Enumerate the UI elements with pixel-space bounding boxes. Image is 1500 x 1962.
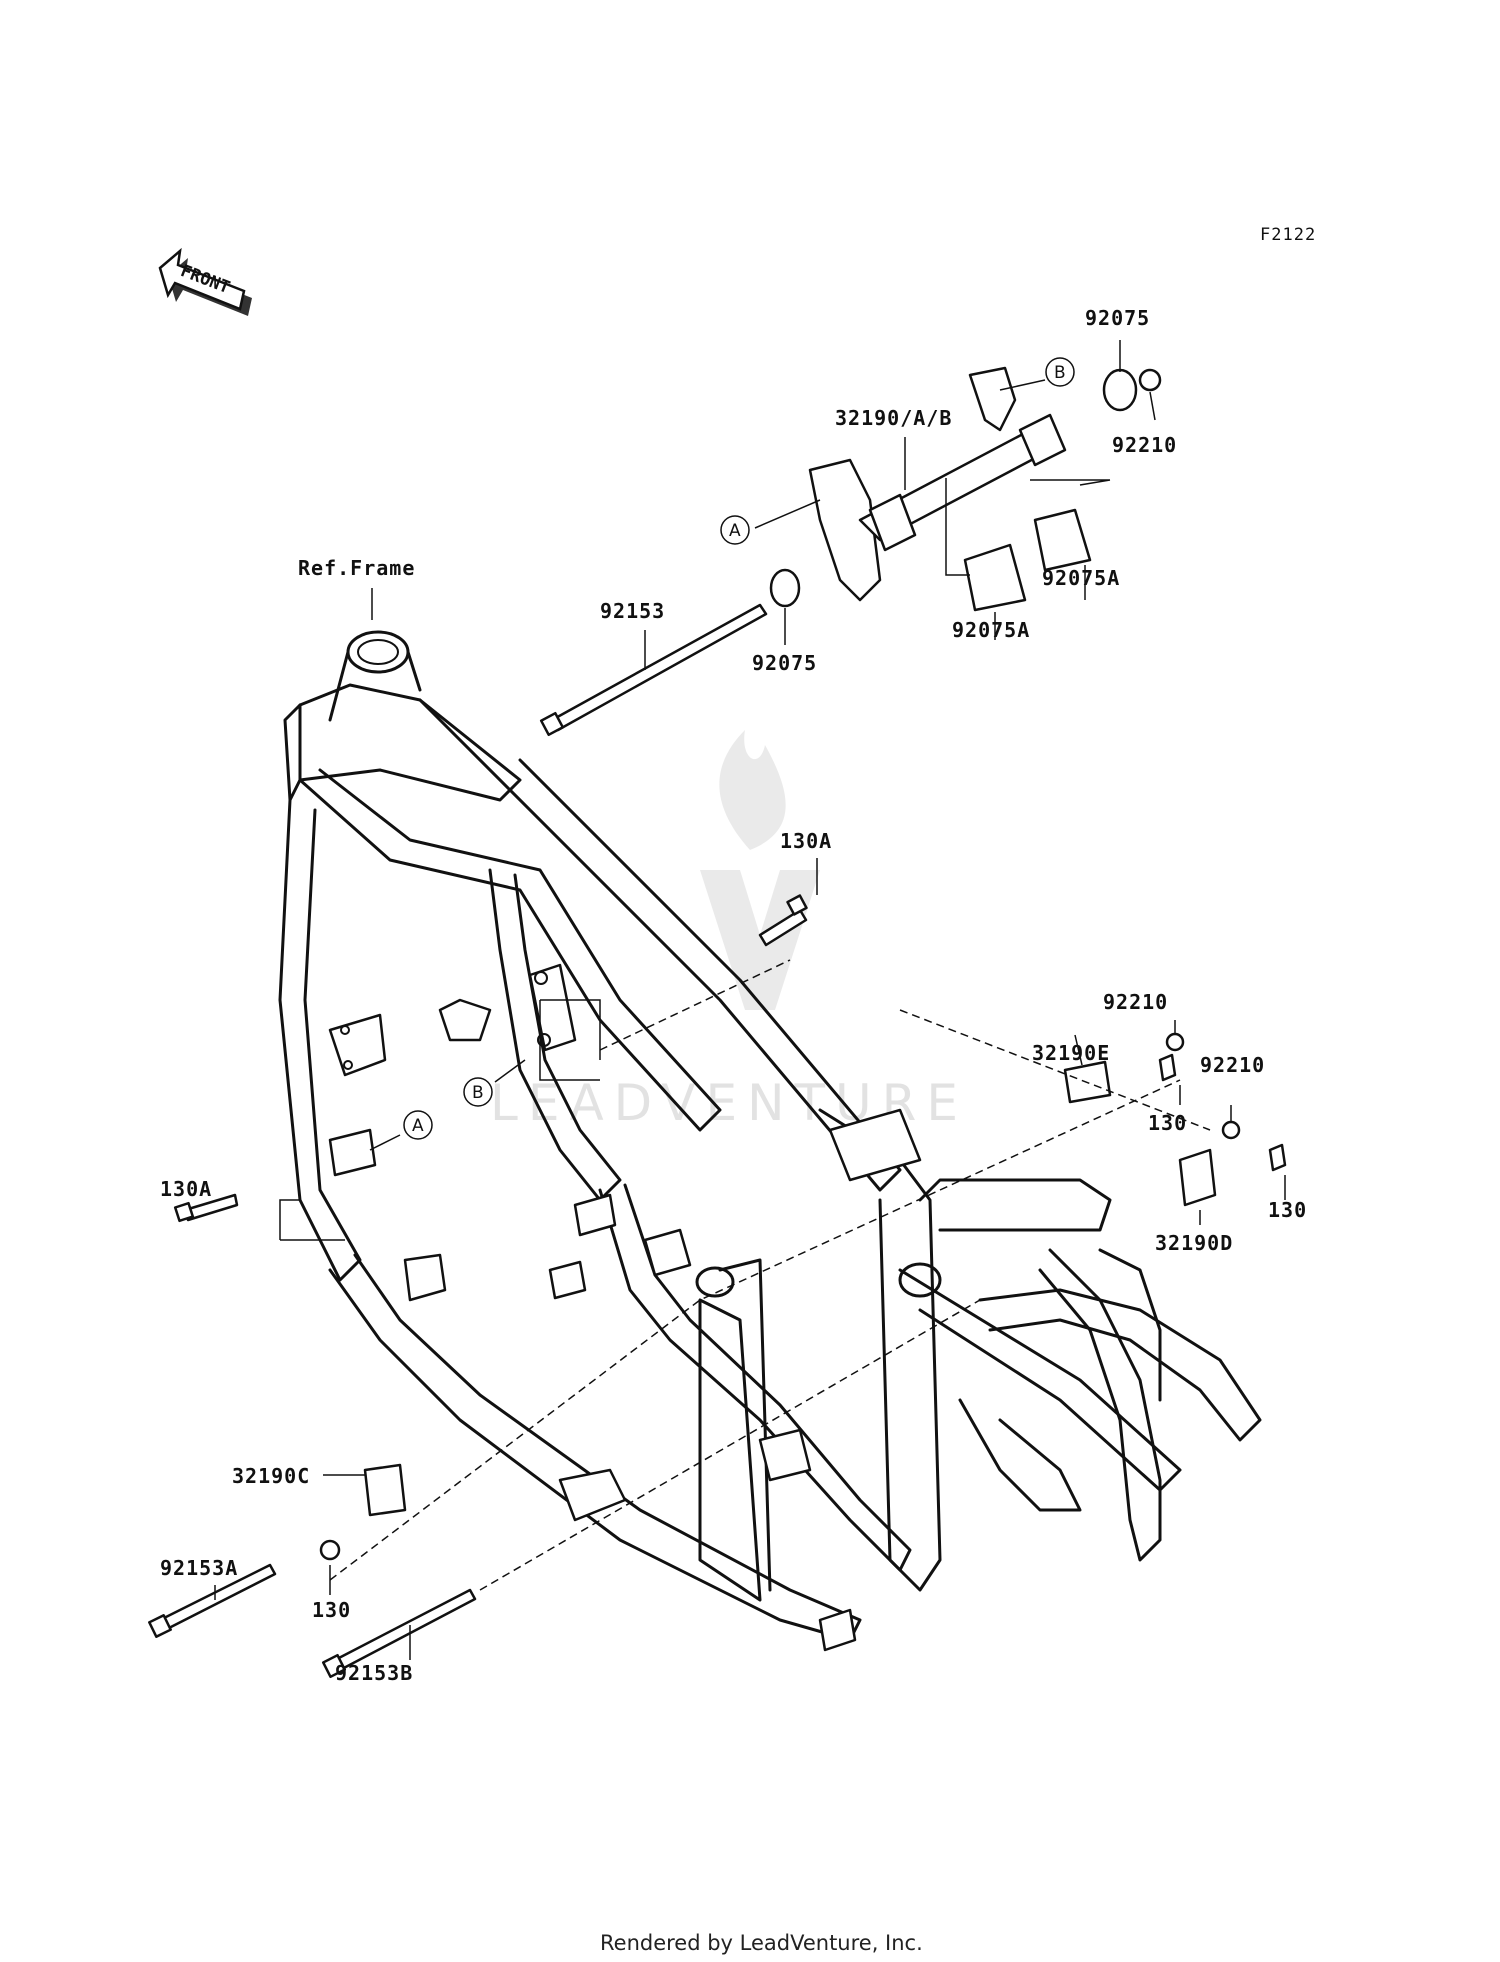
part-label-32190e: 32190E bbox=[1032, 1041, 1110, 1065]
upper-frame-tube bbox=[298, 768, 722, 1132]
rear-cross-member bbox=[918, 1178, 1112, 1232]
bolt-130-mid bbox=[1158, 1053, 1177, 1082]
frame-bracket bbox=[438, 998, 492, 1042]
seat-post-left bbox=[698, 1298, 762, 1602]
mount-tube-end-left bbox=[868, 493, 917, 552]
nut-92210-right bbox=[1221, 1120, 1241, 1140]
head-gusset bbox=[298, 683, 522, 802]
bushing-92075a-right bbox=[1033, 508, 1092, 572]
mount-lug-6 bbox=[758, 1428, 812, 1482]
part-label-92210-right: 92210 bbox=[1200, 1053, 1265, 1077]
mount-tube-end-right bbox=[1018, 413, 1067, 467]
part-label-130-right: 130 bbox=[1268, 1198, 1307, 1222]
diagram-code: F2122 bbox=[1260, 225, 1316, 245]
part-label-92075a-left: 92075A bbox=[952, 618, 1030, 642]
bushing-92075-top bbox=[1102, 368, 1138, 412]
bottom-rail-left bbox=[328, 1253, 862, 1642]
plate-32190c bbox=[363, 1463, 407, 1517]
top-mount-assembly bbox=[769, 366, 1162, 612]
callout-b-top: B bbox=[1045, 357, 1075, 387]
mount-plate-top bbox=[828, 1108, 922, 1182]
part-label-92075-top: 92075 bbox=[1085, 306, 1150, 330]
part-label-130-bottom: 130 bbox=[312, 1598, 351, 1622]
mount-lug-7 bbox=[818, 1608, 857, 1652]
bolts bbox=[148, 603, 1287, 1679]
callout-a-top: A bbox=[720, 515, 750, 545]
callout-a-frame: A bbox=[403, 1110, 433, 1140]
front-down-tube-left bbox=[278, 798, 362, 1282]
part-label-130a-center: 130A bbox=[780, 829, 832, 853]
bolt-130-right bbox=[1268, 1143, 1287, 1172]
rear-swingarm-mount bbox=[898, 1268, 1182, 1492]
plate-32190d bbox=[1178, 1148, 1217, 1207]
upper-engine-bracket bbox=[528, 963, 577, 1052]
bolt-92153b bbox=[333, 1588, 477, 1672]
bolt-130-bottom bbox=[319, 1539, 341, 1561]
part-label-92210-mid: 92210 bbox=[1103, 990, 1168, 1014]
front-arrow-icon bbox=[158, 247, 246, 311]
backbone-tube bbox=[418, 698, 902, 1192]
mount-lug-1 bbox=[328, 1128, 377, 1177]
svg-text:A: A bbox=[412, 1116, 424, 1136]
mount-lug-2 bbox=[403, 1253, 447, 1302]
leader-lines bbox=[214, 340, 1286, 1660]
flame-logo-icon bbox=[719, 730, 786, 850]
svg-text:A: A bbox=[729, 521, 741, 541]
part-label-92075a-right: 92075A bbox=[1042, 566, 1120, 590]
bushing-92075-mid bbox=[769, 568, 801, 608]
part-label-130a-left: 130A bbox=[160, 1177, 212, 1201]
mount-lug-3 bbox=[573, 1193, 617, 1237]
bracket-a bbox=[808, 458, 882, 602]
front-arrow: FRONT bbox=[158, 247, 252, 316]
left-engine-bracket bbox=[328, 1013, 387, 1077]
bolt-130a-center bbox=[758, 908, 808, 947]
motorcycle-frame bbox=[278, 630, 1262, 1652]
callout-b-frame: B bbox=[463, 1077, 493, 1107]
part-label-32190c: 32190C bbox=[232, 1464, 310, 1488]
rear-fender-strut bbox=[1038, 1248, 1162, 1562]
part-label-92153: 92153 bbox=[600, 599, 665, 623]
mount-lug-5 bbox=[548, 1260, 587, 1300]
rear-rail bbox=[978, 1288, 1262, 1442]
svg-text:B: B bbox=[1054, 363, 1066, 383]
part-label-32190ab: 32190/A/B bbox=[835, 406, 952, 430]
bolt-92153 bbox=[550, 603, 768, 732]
part-label-130-mid: 130 bbox=[1148, 1111, 1187, 1135]
nut-92210-top bbox=[1138, 368, 1162, 392]
part-label-92075-mid: 92075 bbox=[752, 651, 817, 675]
ref-frame-label: Ref.Frame bbox=[298, 556, 415, 580]
part-label-92153b: 92153B bbox=[335, 1661, 413, 1685]
part-labels: Ref.Frame 92075 92210 32190/A/B 92075A 9… bbox=[160, 306, 1307, 1685]
part-label-92210-top: 92210 bbox=[1112, 433, 1177, 457]
watermark: LEADVENTURE bbox=[490, 730, 958, 1132]
v-logo-icon bbox=[700, 870, 820, 1010]
svg-text:B: B bbox=[472, 1083, 484, 1103]
part-label-92153a: 92153A bbox=[160, 1556, 238, 1580]
bushing-92075a-left bbox=[963, 543, 1027, 612]
nut-92210-mid bbox=[1165, 1032, 1185, 1052]
footer-credit: Rendered by LeadVenture, Inc. bbox=[600, 1931, 923, 1955]
part-label-32190d: 32190D bbox=[1155, 1231, 1233, 1255]
bracket-b bbox=[968, 366, 1017, 432]
mount-lug-4 bbox=[643, 1228, 692, 1277]
mount-lug-8 bbox=[558, 1468, 627, 1522]
